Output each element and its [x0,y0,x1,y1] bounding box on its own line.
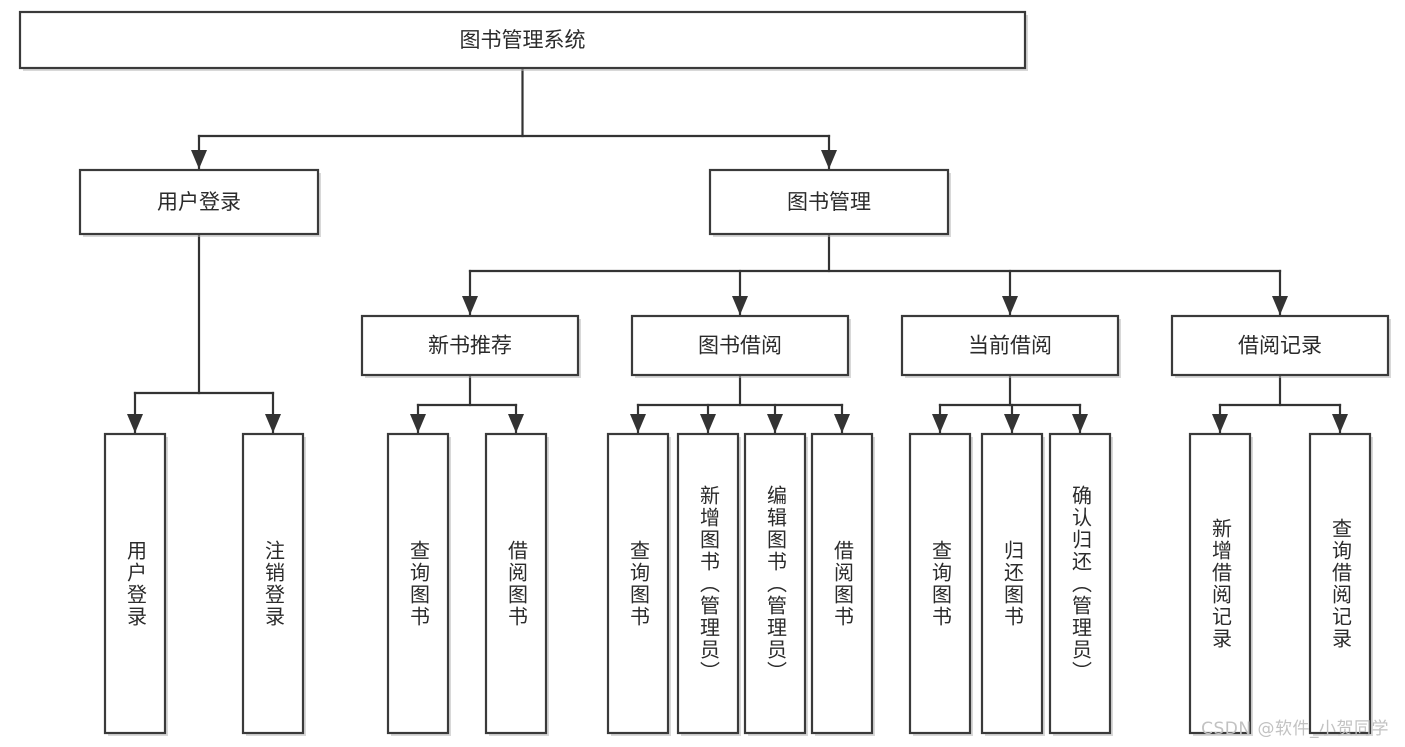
level3-node-box-3[interactable] [1170,314,1390,377]
leaf-node-box-7[interactable] [810,432,874,735]
connector-arrowhead [127,414,143,433]
root-node-label: 图书管理系统 [460,28,586,52]
connector-arrowhead [932,414,948,433]
level2-node-label-1: 图书管理 [787,190,871,214]
level3-node-label-3: 借阅记录 [1238,334,1322,358]
leaf-node-box-3[interactable] [484,432,548,735]
connector-arrowhead [265,414,281,433]
level2-node-label-0: 用户登录 [157,190,241,214]
level2-node-box-1[interactable] [708,168,950,236]
connector-arrowhead [834,414,850,433]
level3-node-label-0: 新书推荐 [428,334,512,358]
watermark-text: CSDN @软件_小贺同学 [1201,719,1389,739]
leaf-node-box-0[interactable] [103,432,167,735]
connector-arrowhead [1004,414,1020,433]
level3-node-label-2: 当前借阅 [968,334,1052,358]
level3-node-label-1: 图书借阅 [698,334,782,358]
connector-arrowhead [732,296,748,315]
connector-arrowhead [767,414,783,433]
leaf-node-box-6[interactable] [743,432,807,735]
root-node-box[interactable] [18,10,1027,70]
level3-node-box-1[interactable] [630,314,850,377]
leaf-node-box-5[interactable] [676,432,740,735]
connector-arrowhead [1212,414,1228,433]
leaf-node-box-2[interactable] [386,432,450,735]
connector-arrowhead [700,414,716,433]
connector-arrowhead [1002,296,1018,315]
connector-arrowhead [1272,296,1288,315]
connector-arrowhead [630,414,646,433]
level3-node-box-2[interactable] [900,314,1120,377]
leaf-node-box-11[interactable] [1188,432,1252,735]
level2-node-box-0[interactable] [78,168,320,236]
leaf-node-box-12[interactable] [1308,432,1372,735]
leaf-node-box-9[interactable] [980,432,1044,735]
connector-arrowhead [821,150,837,169]
connector-arrowhead [462,296,478,315]
leaf-node-box-10[interactable] [1048,432,1112,735]
connector-arrowhead [1332,414,1348,433]
leaf-node-box-1[interactable] [241,432,305,735]
leaf-node-box-4[interactable] [606,432,670,735]
level3-node-box-0[interactable] [360,314,580,377]
connector-arrowhead [191,150,207,169]
connector-arrowhead [508,414,524,433]
leaf-node-box-8[interactable] [908,432,972,735]
connector-arrowhead [410,414,426,433]
connector-arrowhead [1072,414,1088,433]
